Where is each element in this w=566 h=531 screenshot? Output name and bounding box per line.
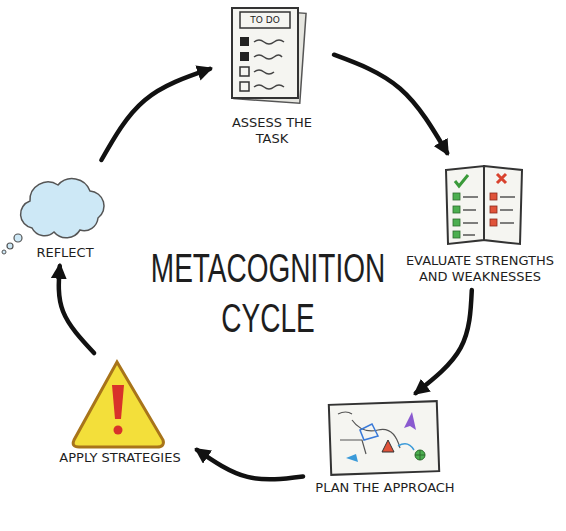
warning-icon: [73, 362, 163, 447]
stage-node: ASSESS THE TASK: [215, 5, 329, 147]
cycle-arrow: [334, 55, 447, 153]
cycle-arrow: [416, 290, 472, 393]
stage-label: ASSESS THE TASK: [215, 115, 329, 147]
cycle-arrow: [197, 450, 303, 480]
stage-node: PLAN THE APPROACH: [308, 398, 462, 496]
evaluate-icon: [446, 166, 522, 244]
cycle-arrow: [59, 266, 94, 353]
stage-node: EVALUATE STRENGTHS AND WEAKNESSES: [398, 158, 562, 285]
icon-label: TO DO: [240, 14, 290, 26]
plan-icon: [329, 401, 439, 475]
todo-icon: [232, 8, 306, 103]
stage-label: PLAN THE APPROACH: [308, 480, 462, 496]
stage-node: REFLECT: [13, 165, 117, 261]
stage-label: REFLECT: [13, 245, 117, 261]
diagram-title: METACOGNITION CYCLE: [142, 243, 394, 343]
cloud-icon: [2, 179, 104, 254]
cycle-arrow: [101, 69, 210, 160]
stage-node: APPLY STRATEGIES: [48, 358, 192, 466]
stage-label: EVALUATE STRENGTHS AND WEAKNESSES: [398, 253, 562, 285]
stage-label: APPLY STRATEGIES: [48, 450, 192, 466]
